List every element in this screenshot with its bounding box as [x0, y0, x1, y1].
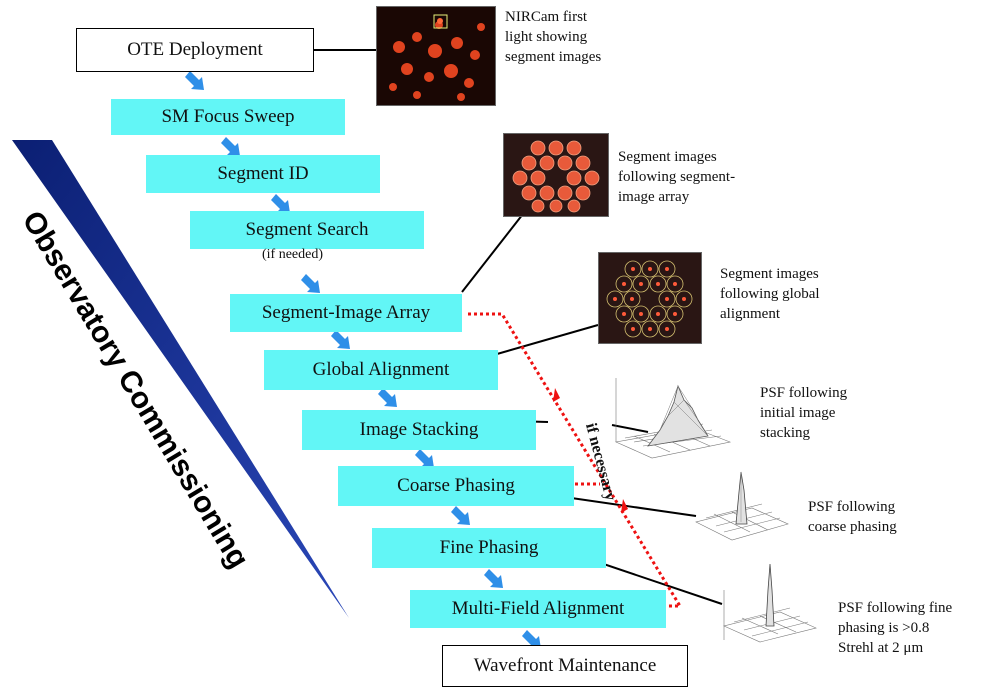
stacking-psf-caption: PSF following initial image stacking: [760, 383, 847, 443]
segment-search-note: (if needed): [262, 247, 324, 262]
caption-line: Segment images: [720, 266, 819, 282]
caption-line: following global: [720, 286, 820, 302]
loop-line: [468, 312, 683, 608]
iteration-loop: [468, 312, 683, 608]
commissioning-wedge: [12, 140, 349, 618]
red-up-arrow-icon: [621, 499, 628, 513]
segment-image-array-step: Segment-Image Array: [230, 294, 462, 332]
segment-array-caption: Segment images following segment- image …: [618, 147, 735, 207]
caption-line: initial image: [760, 405, 836, 421]
first-light-caption: NIRCam first light showing segment image…: [505, 7, 601, 67]
global-alignment-caption: Segment images following global alignmen…: [720, 264, 820, 324]
caption-line: PSF following: [808, 499, 896, 515]
blue-down-arrow-icon: [378, 388, 397, 407]
blue-down-arrow-icon: [301, 274, 320, 293]
multi-field-alignment-step: Multi-Field Alignment: [410, 590, 666, 628]
image-stacking-step: Image Stacking: [302, 410, 536, 450]
coarse-phasing-step: Coarse Phasing: [338, 466, 574, 506]
caption-line: light showing: [505, 29, 588, 45]
fine-psf-plot: [723, 563, 817, 643]
blue-down-arrow-icon: [221, 137, 240, 156]
red-up-arrow-icon: [553, 388, 560, 402]
connector-line: [461, 204, 531, 293]
segment-id-step: Segment ID: [146, 155, 380, 193]
caption-line: PSF following fine: [838, 600, 953, 616]
blue-down-arrow-icon: [271, 194, 290, 213]
nircam-first-light-image: [376, 6, 496, 106]
caption-line: PSF following: [760, 385, 848, 401]
caption-line: alignment: [720, 306, 780, 322]
segment-image-array-image: [503, 133, 609, 217]
coarse-psf-plot: [695, 471, 789, 541]
sm-focus-sweep-step: SM Focus Sweep: [111, 99, 345, 135]
ote-deployment-step: OTE Deployment: [76, 28, 314, 72]
flow-arrows: [185, 71, 541, 649]
caption-line: coarse phasing: [808, 519, 897, 535]
fine-phasing-step: Fine Phasing: [372, 528, 606, 568]
stacking-psf-plot: [614, 378, 732, 459]
global-alignment-image: [598, 252, 702, 344]
blue-down-arrow-icon: [484, 569, 503, 588]
caption-line: following segment-: [618, 169, 736, 185]
segment-search-step: Segment Search: [190, 211, 424, 249]
global-alignment-step: Global Alignment: [264, 350, 498, 390]
blue-down-arrow-icon: [185, 71, 204, 90]
connector-line: [611, 424, 649, 433]
blue-down-arrow-icon: [331, 330, 350, 349]
coarse-psf-caption: PSF following coarse phasing: [808, 497, 897, 537]
blue-down-arrow-icon: [415, 449, 434, 468]
caption-line: phasing is >0.8: [838, 620, 930, 636]
wavefront-maintenance-step: Wavefront Maintenance: [442, 645, 688, 687]
blue-down-arrow-icon: [451, 506, 470, 525]
caption-line: Segment images: [618, 149, 717, 165]
blue-down-arrow-icon: [522, 630, 541, 649]
caption-line: stacking: [760, 425, 810, 441]
caption-line: segment images: [505, 49, 602, 65]
fine-psf-caption: PSF following fine phasing is >0.8 Streh…: [838, 598, 952, 658]
caption-line: image array: [618, 189, 690, 205]
caption-line: NIRCam first: [505, 9, 588, 25]
caption-line: Strehl at 2 μm: [838, 640, 924, 656]
